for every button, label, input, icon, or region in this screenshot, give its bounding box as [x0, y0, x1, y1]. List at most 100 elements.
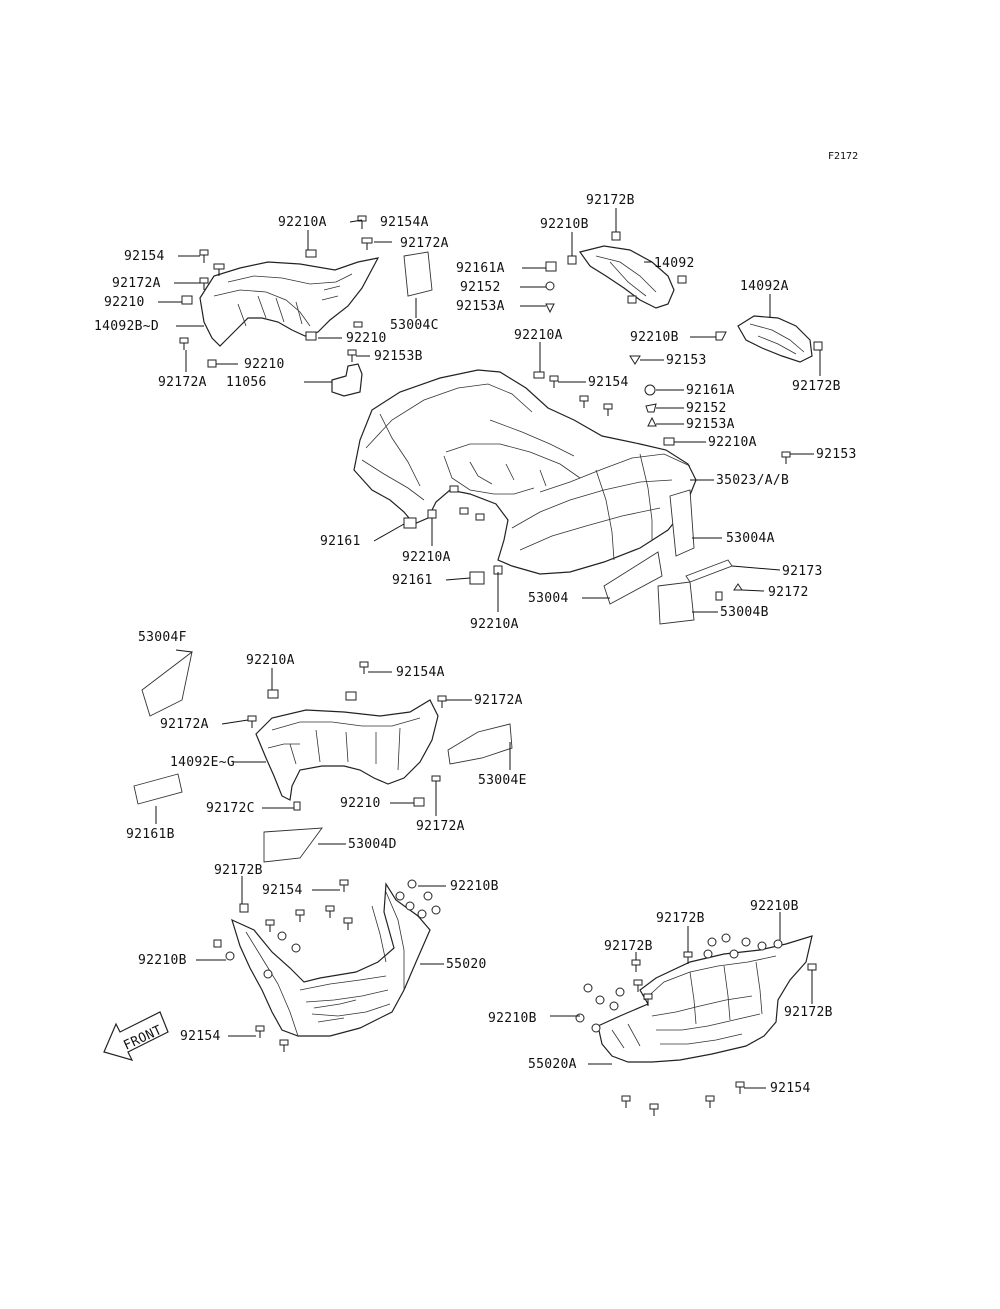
nut-icon	[741, 937, 751, 947]
part-label: 92172A	[160, 717, 209, 732]
nut-icon	[609, 1001, 619, 1011]
part-label: 92210B	[138, 953, 187, 968]
grommet-icon	[545, 261, 557, 272]
bolt-icon	[295, 909, 305, 916]
part-label: 92210	[244, 357, 285, 372]
part-label: 92153A	[456, 299, 505, 314]
part-label: 92210	[340, 796, 381, 811]
clip-icon	[213, 939, 222, 948]
part-label: 92172A	[474, 693, 523, 708]
bracket-11056-part	[331, 363, 363, 397]
bolt-icon	[279, 1039, 289, 1046]
nut-icon	[663, 437, 675, 446]
pad-92161b-part	[133, 773, 183, 805]
part-label: 92210B	[450, 879, 499, 894]
part-label: 53004E	[478, 773, 527, 788]
bolt-icon	[735, 1081, 745, 1088]
clip-icon	[213, 263, 225, 270]
part-label: 14092E~G	[170, 755, 235, 770]
bolt-icon	[621, 1095, 631, 1102]
part-label: 53004B	[720, 605, 769, 620]
part-label: 92172B	[586, 193, 635, 208]
rivet-icon	[715, 591, 723, 601]
bolt-icon	[347, 349, 357, 356]
nut-icon	[305, 331, 317, 341]
nut-icon	[263, 969, 273, 979]
inner-fender-front-part	[255, 699, 439, 801]
part-label: 92161A	[456, 261, 505, 276]
nut-icon	[405, 901, 415, 911]
grommet-icon	[644, 384, 656, 396]
part-label: 53004D	[348, 837, 397, 852]
bolt-icon	[437, 695, 447, 702]
bolt-icon	[265, 919, 275, 926]
clip-icon	[179, 337, 189, 344]
part-label: 92172B	[604, 939, 653, 954]
part-label: 92172	[768, 585, 809, 600]
bolt-icon	[603, 403, 613, 410]
nut-icon	[715, 331, 727, 341]
part-label: 92172A	[112, 276, 161, 291]
part-label: 53004	[528, 591, 569, 606]
part-label: 92210A	[470, 617, 519, 632]
part-label: 92172B	[784, 1005, 833, 1020]
part-label: 92210A	[246, 653, 295, 668]
figure-id: F2172	[828, 151, 858, 162]
part-label: 14092	[654, 256, 695, 271]
bolt-icon	[643, 993, 653, 1000]
bolt-icon	[683, 951, 693, 958]
nut-icon	[413, 797, 425, 807]
part-label: 92154A	[396, 665, 445, 680]
nut-icon	[407, 879, 417, 889]
nut-icon	[721, 933, 731, 943]
part-label: 92161A	[686, 383, 735, 398]
grommet-icon	[645, 403, 657, 413]
part-label: 92172A	[400, 236, 449, 251]
sticker-53004d-part	[263, 827, 323, 863]
part-label: 92161	[320, 534, 361, 549]
grommet-icon	[403, 517, 417, 529]
nut-icon	[291, 943, 301, 953]
part-label: 55020	[446, 957, 487, 972]
sticker-53004b-part	[657, 581, 695, 625]
part-label: 92210A	[278, 215, 327, 230]
front-footboard-part	[231, 882, 431, 1037]
clip-icon	[807, 963, 817, 971]
rivet-icon	[545, 303, 555, 314]
bolt-icon	[431, 775, 441, 782]
part-label: 53004C	[390, 318, 439, 333]
nut-icon	[395, 891, 405, 901]
part-label: 11056	[226, 375, 267, 390]
nut-icon	[707, 937, 717, 947]
part-label: 92152	[686, 401, 727, 416]
part-label: 92154A	[380, 215, 429, 230]
bolt-icon	[705, 1095, 715, 1102]
bolt-icon	[343, 917, 353, 924]
part-label: 53004A	[726, 531, 775, 546]
sticker-53004f-part	[141, 650, 193, 717]
part-label: 92172C	[206, 801, 255, 816]
nut-icon	[423, 891, 433, 901]
part-label: 92161	[392, 573, 433, 588]
part-label: 92210B	[750, 899, 799, 914]
nut-icon	[427, 509, 437, 519]
clip-icon	[239, 903, 249, 913]
part-label: 92210A	[514, 328, 563, 343]
part-label: 92154	[588, 375, 629, 390]
nut-icon	[575, 1013, 585, 1023]
part-label: 92172A	[158, 375, 207, 390]
bolt-icon	[359, 661, 369, 668]
clip-icon	[813, 341, 823, 351]
bolt-icon	[649, 1103, 659, 1110]
clip-icon	[611, 231, 621, 241]
bolt-icon	[325, 905, 335, 912]
part-label: 92154	[180, 1029, 221, 1044]
nut-icon	[583, 983, 593, 993]
rear-fender-part	[353, 369, 697, 575]
part-label: 92173	[782, 564, 823, 579]
part-label: 92172B	[792, 379, 841, 394]
part-label: 92154	[262, 883, 303, 898]
nut-icon	[207, 359, 217, 368]
part-label: 92210B	[540, 217, 589, 232]
nut-icon	[773, 939, 783, 949]
